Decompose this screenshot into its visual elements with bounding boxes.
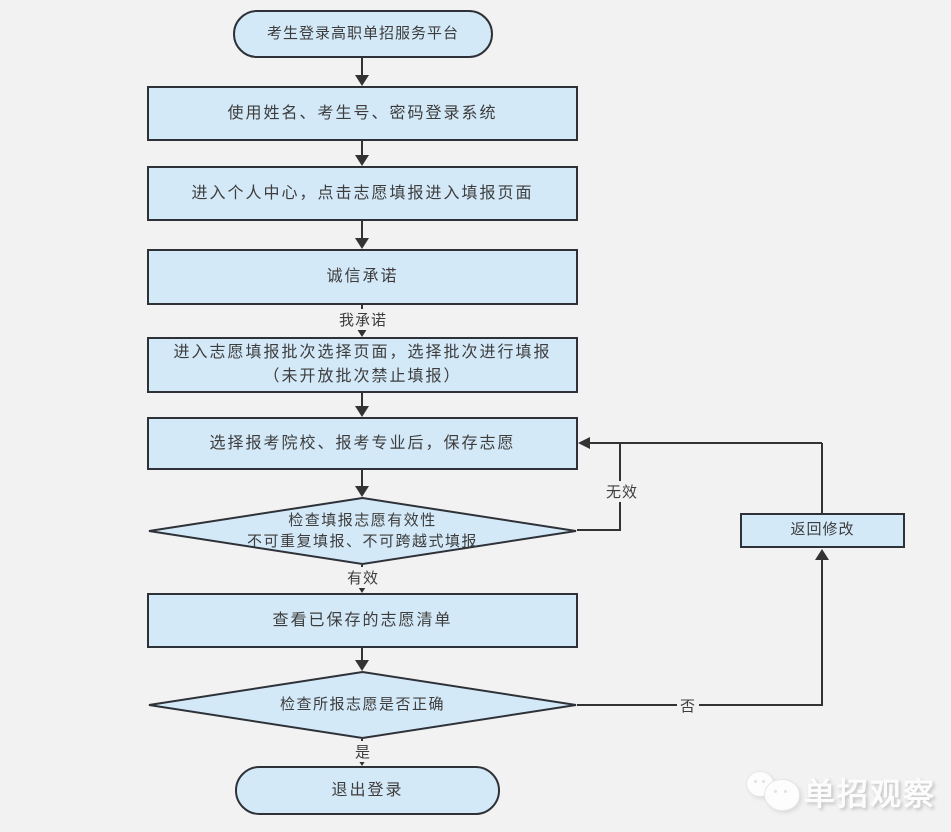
connector-login-personal [361,141,363,156]
check-valid-diamond-shape [148,497,577,565]
connector-returnbox-up [821,443,823,513]
arrowhead-integrity-batch [355,326,369,337]
connector-start-login [361,58,363,76]
node-check-correct-label: 检查所报志愿是否正确 [279,696,445,714]
node-integrity: 诚信承诺 [147,249,578,305]
connector-return-to-save [589,442,822,444]
check-correct-diamond-shape [148,671,577,739]
connector-batch-save [361,393,363,407]
node-login: 使用姓名、考生号、密码登录系统 [147,86,578,141]
arrowhead-login-personal [355,155,369,166]
node-logout-label: 退出登录 [331,781,404,799]
node-check-valid: 检查填报志愿有效性 不可重复填报、不可跨越式填报 [147,497,578,565]
connector-save-checkvalid [361,470,363,487]
node-return-modify: 返回修改 [740,513,905,548]
edge-label-yes: 是 [351,741,375,762]
node-view-list: 查看已保存的志愿清单 [147,593,578,648]
edge-label-invalid: 无效 [602,481,642,502]
arrowhead-batch-save [355,406,369,417]
node-return-modify-label: 返回修改 [790,521,855,539]
node-batch-select: 进入志愿填报批次选择页面，选择批次进行填报 （未开放批次禁止填报） [147,337,578,393]
node-check-correct: 检查所报志愿是否正确 [147,671,578,739]
node-check-valid-line1: 检查填报志愿有效性 [288,512,437,529]
arrowhead-save-checkvalid [355,486,369,497]
connector-personal-integrity [361,221,363,239]
arrowhead-into-save [578,437,590,449]
node-start-label: 考生登录高职单招服务平台 [266,24,459,42]
watermark-text: 单招观察 [804,776,936,812]
connector-viewlist-checkcorrect [361,648,363,661]
edge-label-no: 否 [676,695,700,716]
arrowhead-viewlist-checkcorrect [355,660,369,671]
node-batch-select-line2: （未开放批次禁止填报） [263,368,462,385]
connector-no-up [821,560,823,706]
node-check-valid-line2: 不可重复填报、不可跨越式填报 [246,532,478,550]
node-batch-select-line1: 进入志愿填报批次选择页面，选择批次进行填报 [173,344,552,362]
edge-label-promise: 我承诺 [335,309,391,330]
arrowhead-start-login [355,75,369,86]
connector-checkcorrect-right [577,704,823,706]
node-start-terminal: 考生登录高职单招服务平台 [233,10,493,58]
node-login-label: 使用姓名、考生号、密码登录系统 [227,104,498,122]
node-view-list-label: 查看已保存的志愿清单 [272,611,453,629]
watermark: 单招观察 [738,764,936,818]
connector-checkvalid-right [577,529,621,531]
edge-label-valid: 有效 [343,567,383,588]
node-integrity-label: 诚信承诺 [326,268,399,286]
node-save-choice-label: 选择报考院校、报考专业后，保存志愿 [209,434,516,452]
node-save-choice: 选择报考院校、报考专业后，保存志愿 [147,417,578,470]
node-logout-terminal: 退出登录 [235,766,500,815]
arrowhead-into-returnbox [815,549,829,560]
node-personal-center: 进入个人中心，点击志愿填报进入填报页面 [147,166,578,221]
chat-bubbles-icon [738,764,800,818]
node-personal-center-label: 进入个人中心，点击志愿填报进入填报页面 [191,184,534,202]
arrowhead-personal-integrity [355,238,369,249]
